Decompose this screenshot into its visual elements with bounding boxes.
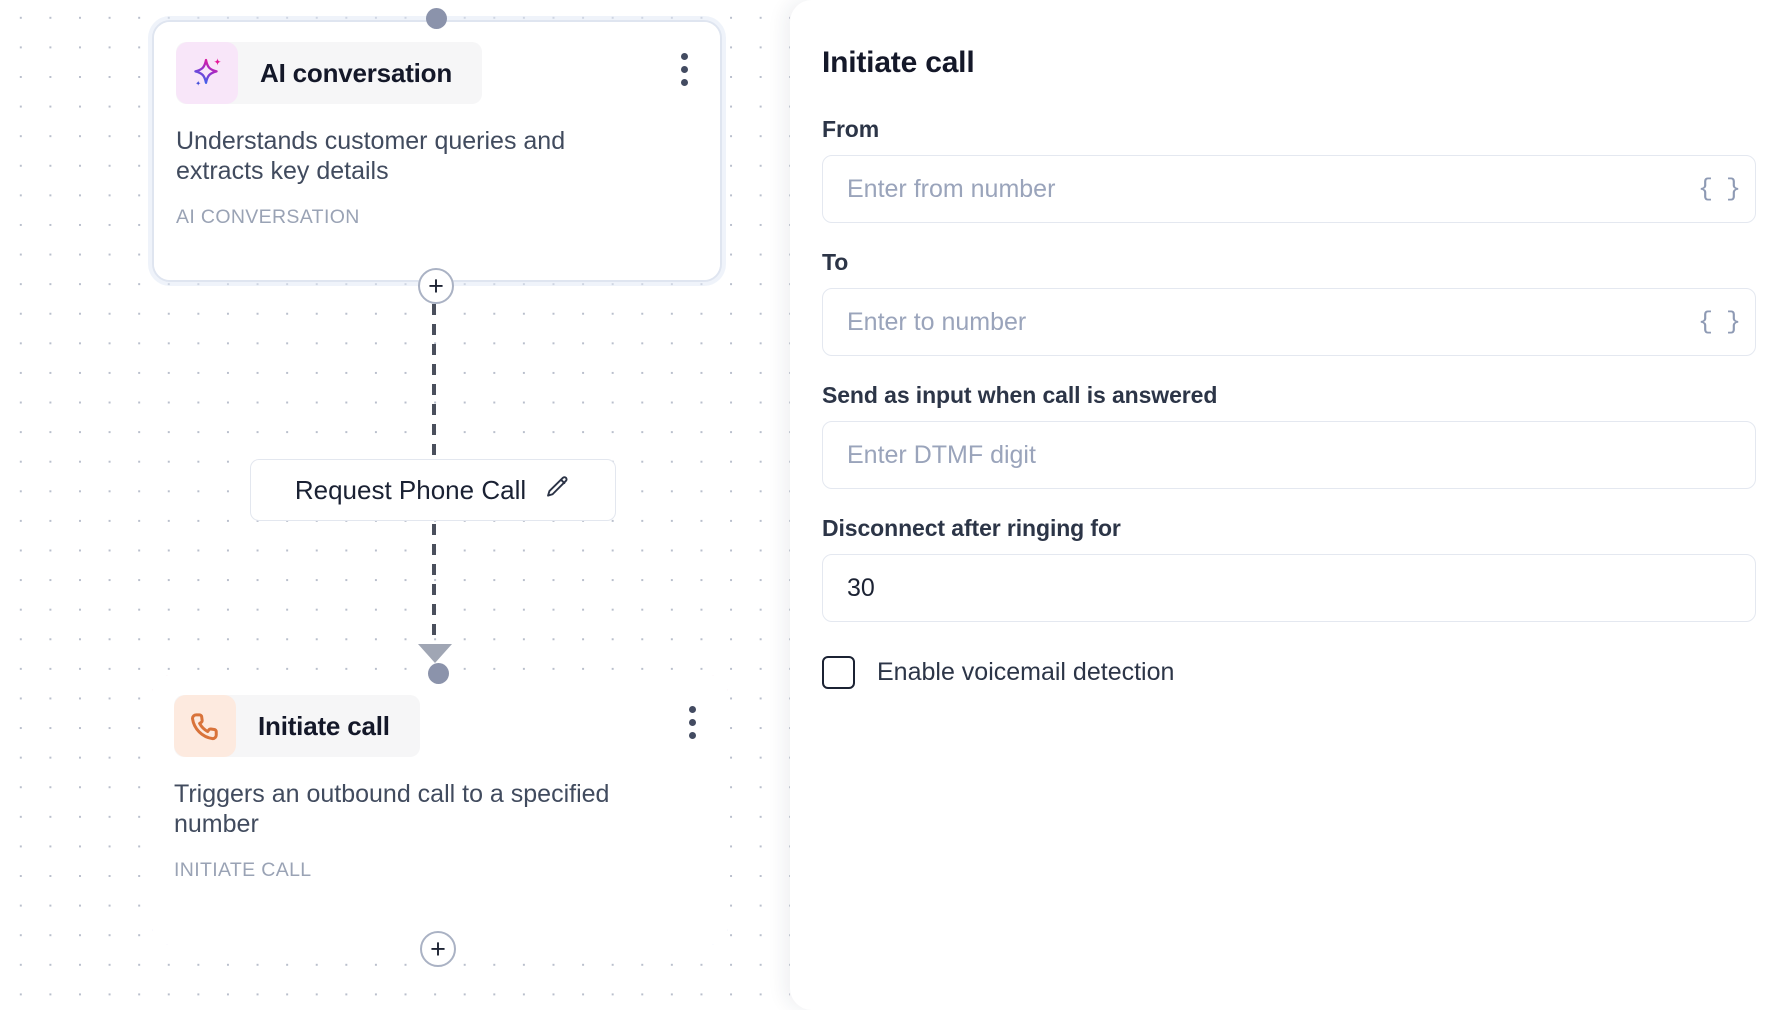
node-ai-conversation[interactable]: AI conversation Understands customer que…	[152, 20, 722, 282]
field-from-label: From	[822, 116, 880, 142]
node-ai-conversation-description: Understands customer queries and extract…	[176, 127, 566, 185]
node-initiate-call-header: Initiate call	[174, 695, 420, 757]
node-ai-conversation-body: AI conversation Understands customer que…	[154, 22, 720, 280]
field-to-label: To	[822, 249, 849, 275]
to-number-input[interactable]	[822, 288, 1756, 356]
node-initiate-call-more-vertical-icon[interactable]	[678, 703, 706, 741]
from-number-input[interactable]	[822, 155, 1756, 223]
field-ring-timeout: Disconnect after ringing for	[822, 515, 1762, 622]
node-ai-conversation-type-label: AI CONVERSATION	[176, 206, 360, 228]
add-node-button-after-initiate-call[interactable]: +	[420, 931, 456, 967]
field-dtmf-input-wrap	[822, 421, 1762, 489]
ring-timeout-input[interactable]	[822, 554, 1756, 622]
edge-arrow-icon	[418, 644, 452, 663]
node-ai-conversation-title: AI conversation	[260, 57, 453, 88]
field-to: To { }	[822, 249, 1762, 356]
node-initiate-call-title: Initiate call	[258, 710, 390, 741]
edge-label-pill[interactable]: Request Phone Call	[250, 459, 616, 521]
node-ai-conversation-more-vertical-icon[interactable]	[670, 50, 698, 88]
panel-title: Initiate call	[822, 46, 975, 79]
node-initiate-call-body: Initiate call Triggers an outbound call …	[152, 675, 728, 945]
node-initiate-call-description: Triggers an outbound call to a specified…	[174, 780, 610, 838]
voicemail-detection-row[interactable]: Enable voicemail detection	[822, 656, 1762, 689]
field-ring-timeout-input-wrap	[822, 554, 1762, 622]
dtmf-digit-input[interactable]	[822, 421, 1756, 489]
edge-label-text: Request Phone Call	[294, 474, 527, 505]
field-ring-timeout-label: Disconnect after ringing for	[822, 515, 1121, 541]
node-config-panel: Initiate call From { } To { } Send as in…	[790, 0, 1792, 1010]
curly-braces-icon[interactable]: { }	[1697, 174, 1741, 204]
node-initiate-call[interactable]: Initiate call Triggers an outbound call …	[152, 675, 728, 945]
node-ai-conversation-header: AI conversation	[176, 42, 483, 104]
voicemail-detection-label: Enable voicemail detection	[877, 658, 1175, 686]
add-node-button-after-ai-conversation[interactable]: +	[418, 268, 454, 304]
workflow-canvas[interactable]: AI conversation Understands customer que…	[0, 0, 790, 1010]
curly-braces-icon[interactable]: { }	[1697, 307, 1741, 337]
voicemail-detection-checkbox[interactable]	[822, 656, 855, 689]
node-ai-conversation-top-handle[interactable]	[426, 8, 447, 29]
field-to-input-wrap: { }	[822, 288, 1762, 356]
sparkle-icon	[176, 42, 238, 104]
pencil-icon[interactable]	[544, 474, 571, 506]
field-from: From { }	[822, 116, 1762, 223]
field-from-input-wrap: { }	[822, 155, 1762, 223]
phone-icon	[174, 695, 236, 757]
field-dtmf-label: Send as input when call is answered	[822, 382, 1218, 408]
node-initiate-call-top-handle[interactable]	[428, 663, 449, 684]
node-initiate-call-type-label: INITIATE CALL	[174, 859, 312, 881]
field-dtmf: Send as input when call is answered	[822, 382, 1762, 489]
